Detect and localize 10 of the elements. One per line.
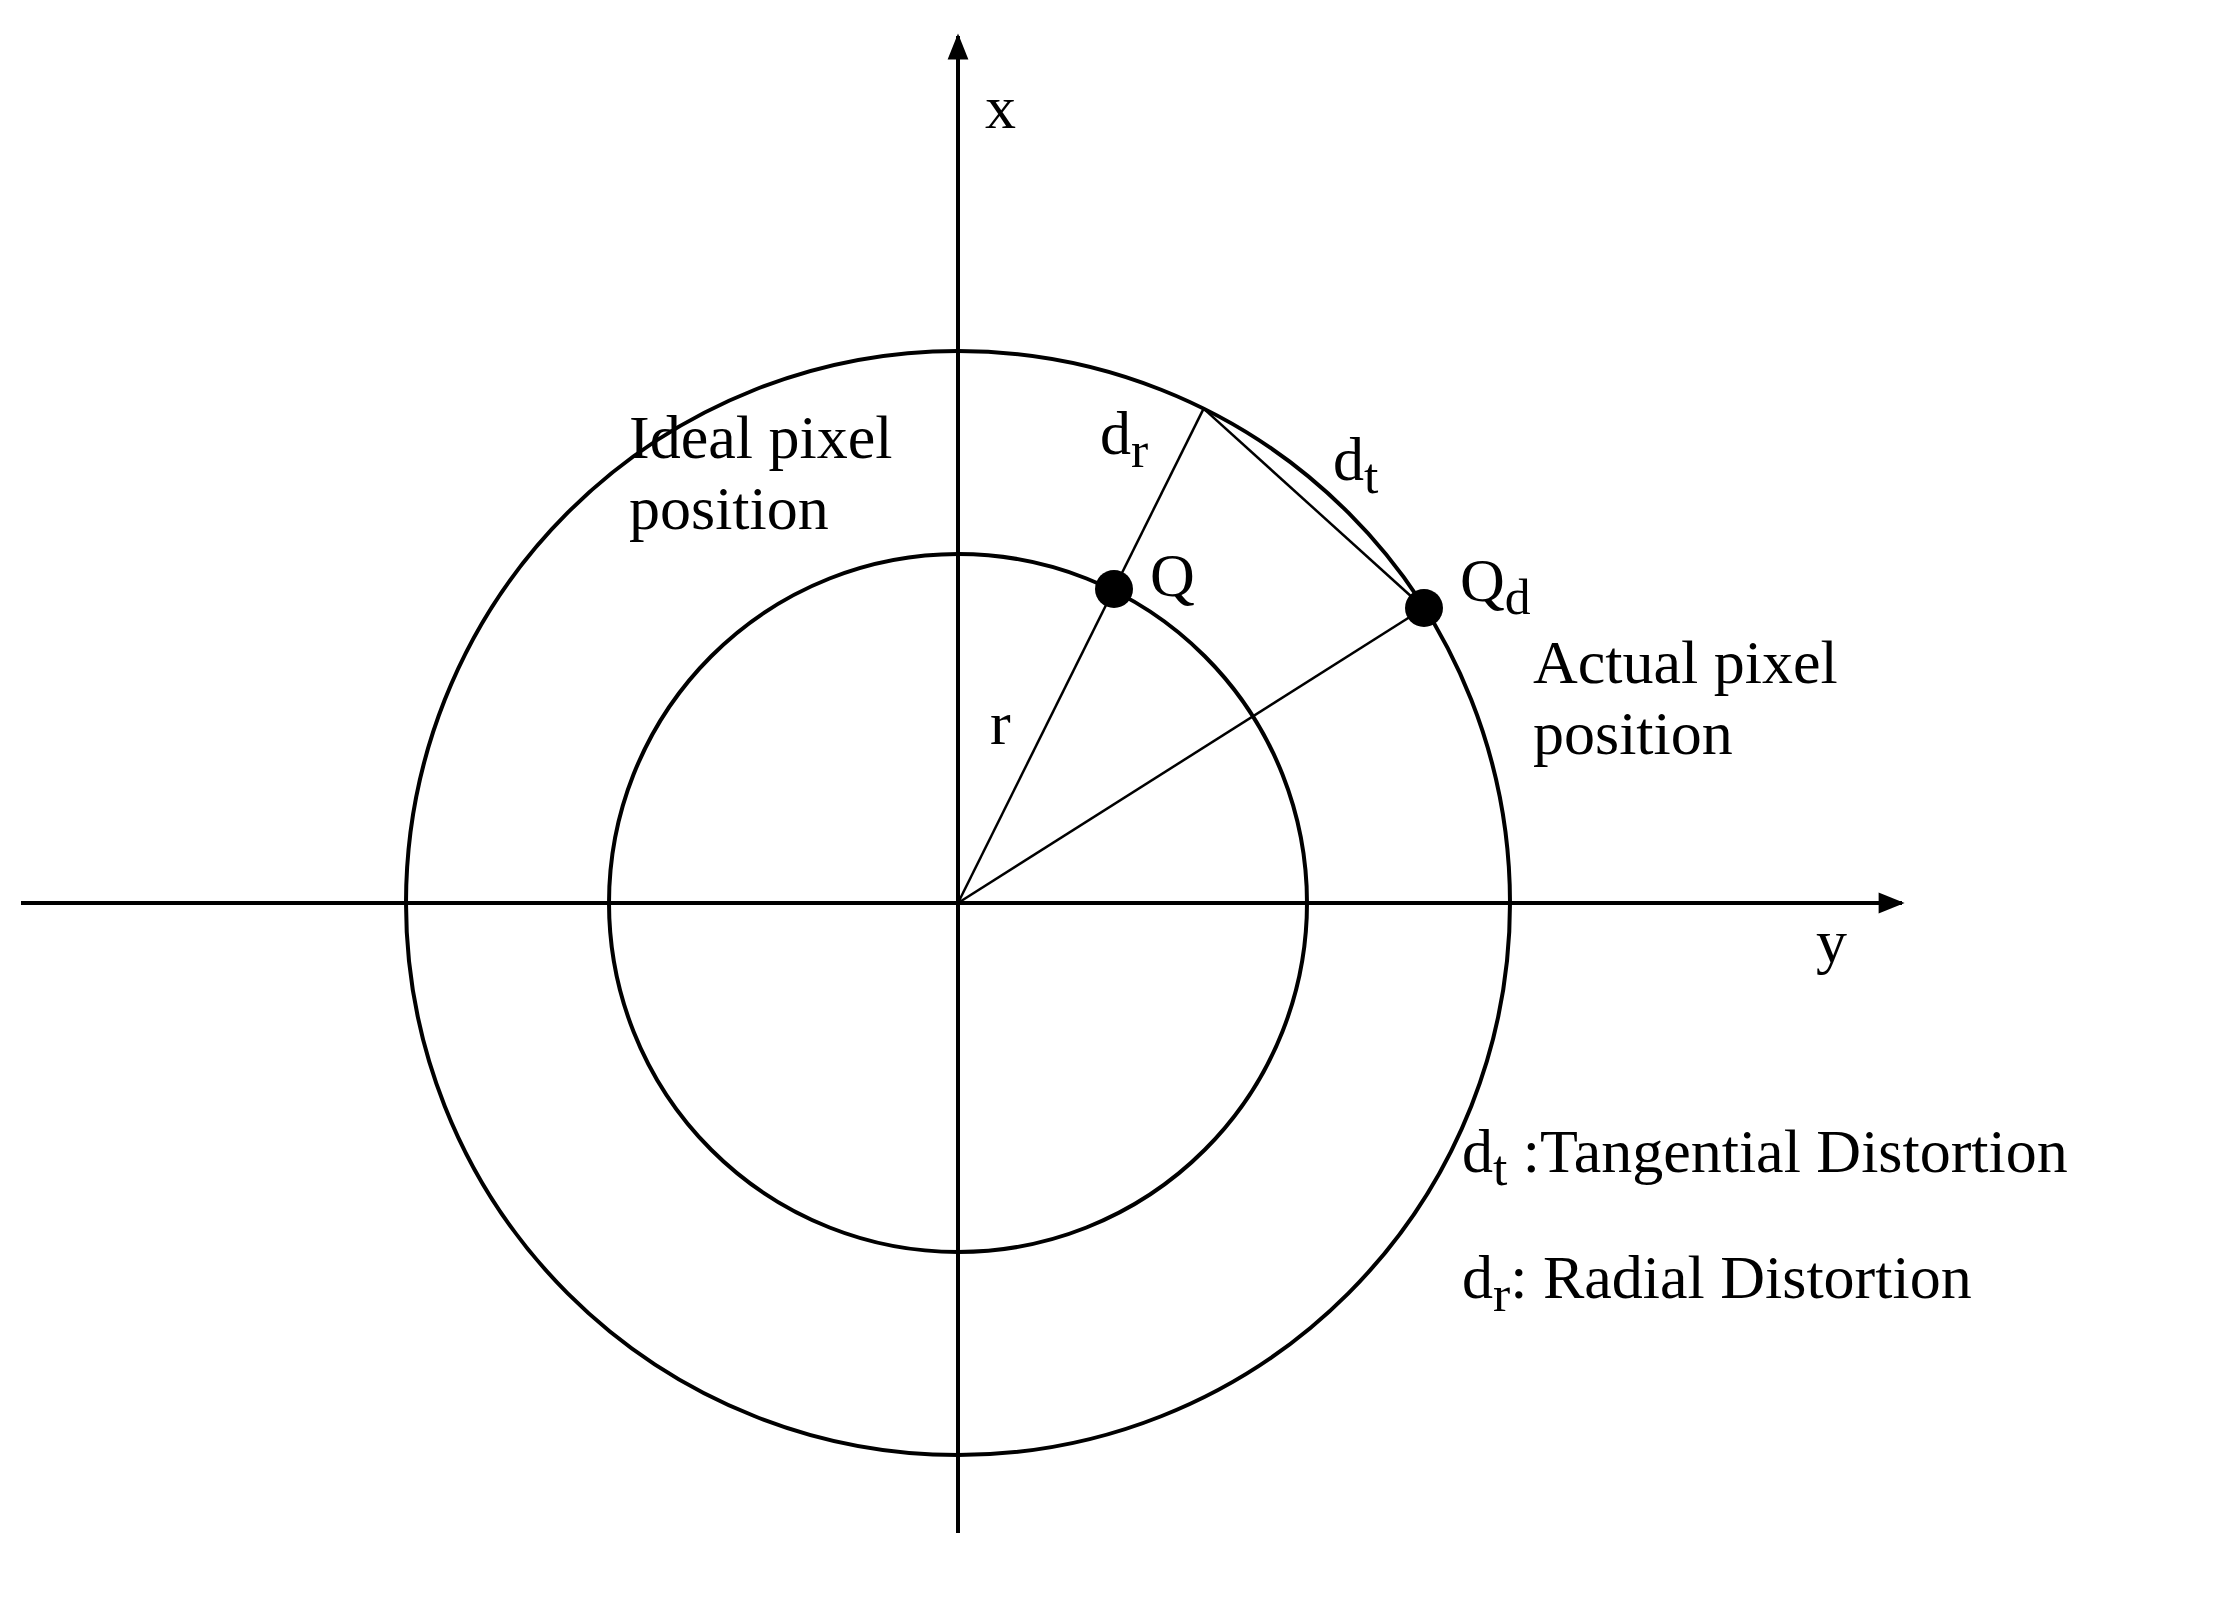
legend-text: d$_{r}$: Radial Distortion <box>1462 1242 1972 1324</box>
legend-text: d$_{t}$ :Tangential Distortion <box>1462 1116 2068 1198</box>
point-label: Q$_{d}$ <box>1460 545 1531 627</box>
axis-label: y <box>1816 906 1847 977</box>
annotation-text: Actual pixel position <box>1533 627 1839 770</box>
point-label: Q <box>1150 540 1195 611</box>
distance-label: d$_{r}$ <box>1100 398 1149 480</box>
distance-label: d$_{t}$ <box>1333 424 1379 506</box>
radius-label: r <box>990 688 1011 759</box>
axis-label: x <box>985 72 1016 143</box>
